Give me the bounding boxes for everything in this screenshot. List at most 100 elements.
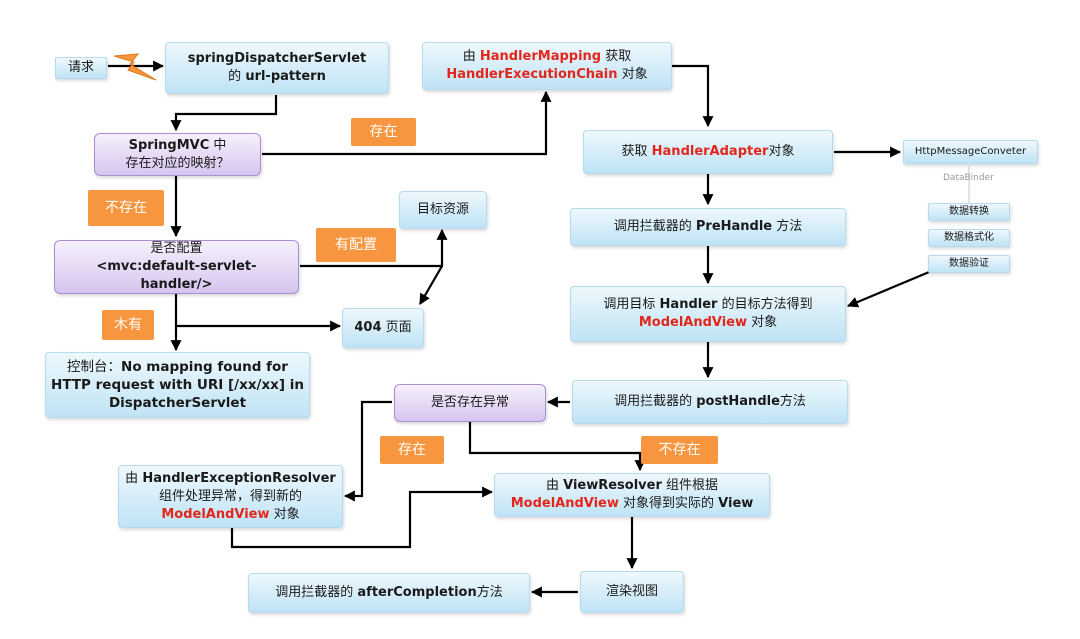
arrow-target-to-404 (419, 265, 443, 305)
console-line2: HTTP request with URI [/xx/xx] in (51, 377, 304, 393)
mapping-red2: HandlerExecutionChain (446, 67, 618, 82)
databinder-label: DataBinder (943, 173, 994, 183)
posthandle-post: 方法 (779, 394, 806, 409)
viewresolver-bold: ViewResolver (563, 478, 662, 493)
page-404-text: 页面 (381, 320, 412, 335)
aftercomp-pre: 调用拦截器的 (275, 585, 358, 600)
label-not-exists-mapping-text: 不存在 (105, 200, 147, 216)
label-exception-not-exists: 不存在 (641, 436, 718, 464)
arrow-springmvc-to-mapping (262, 90, 552, 156)
arrow-servlet-to-springmvc (170, 95, 278, 132)
label-exception-exists: 存在 (380, 436, 444, 464)
resolver-line3: ModelAndView 对象 (161, 506, 299, 524)
servlet-box: springDispatcherServlet 的 url-pattern (165, 42, 389, 94)
viewresolver-view: View (718, 496, 754, 511)
resolver-red: ModelAndView (161, 506, 270, 522)
aftercomp-bold: afterCompletion (357, 585, 477, 600)
aftercomp-post: 方法 (476, 585, 503, 600)
cfg-line1: 是否配置 (150, 241, 203, 256)
page-404-num: 404 (354, 320, 382, 335)
viewresolver-pre: 由 (545, 478, 564, 493)
label-configured: 有配置 (316, 228, 396, 262)
adapter-pre: 获取 (621, 144, 652, 159)
console-msg1: No mapping found for (121, 359, 288, 375)
resolver-line1: 由 HandlerExceptionResolver (125, 470, 336, 488)
viewresolver-mid: 对象得到实际的 (618, 496, 719, 511)
data-validation-box: 数据验证 (928, 255, 1010, 273)
request-box: 请求 (55, 57, 107, 79)
cfg-line3: handler/> (140, 277, 213, 292)
arrow-cfg-to-404 (174, 294, 342, 332)
conv1-label: 数据转换 (949, 206, 989, 217)
springmvc-line1: SpringMVC 中 (129, 137, 227, 155)
console-line1: 控制台：No mapping found for (67, 358, 288, 376)
default-servlet-handler-box: 是否配置 <mvc:default-servlet- handler/> (54, 240, 299, 294)
adapter-red: HandlerAdapter (651, 144, 769, 159)
posthandle-bold: postHandle (696, 394, 780, 409)
handler-post2: 对象 (747, 315, 778, 330)
prehandle-bold: PreHandle (695, 219, 773, 234)
viewresolver-red: ModelAndView (510, 496, 619, 511)
prehandle-label: 调用拦截器的 PreHandle 方法 (614, 218, 803, 236)
console-error-box: 控制台：No mapping found for HTTP request wi… (45, 352, 310, 418)
arrow-exception-to-viewresolver (468, 422, 646, 472)
posthandle-label: 调用拦截器的 postHandle方法 (614, 393, 806, 411)
viewresolver-line2: ModelAndView 对象得到实际的 View (511, 495, 754, 513)
adapter-post: 对象 (768, 144, 795, 159)
exception-check-box: 是否存在异常 (394, 384, 546, 422)
label-not-configured-text: 木有 (114, 317, 142, 333)
servlet-url-prefix: 的 (228, 69, 246, 84)
console-line3: DispatcherServlet (108, 395, 247, 411)
exception-label: 是否存在异常 (430, 395, 509, 410)
arrow-conv-to-handler (846, 268, 935, 308)
mapping-line2: HandlerExecutionChain 对象 (446, 66, 647, 84)
springmvc-bold: SpringMVC (128, 137, 210, 153)
label-exception-exists-text: 存在 (398, 442, 426, 458)
after-completion-box: 调用拦截器的 afterCompletion方法 (248, 573, 530, 613)
resolver-pre: 由 (125, 470, 143, 486)
handler-line2: ModelAndView 对象 (639, 314, 777, 332)
target-resource-box: 目标资源 (399, 191, 487, 229)
arrow-resolver-to-viewresolver (230, 486, 494, 549)
prehandle-box: 调用拦截器的 PreHandle 方法 (570, 208, 846, 246)
lightning-icon (113, 53, 157, 81)
servlet-name: springDispatcherServlet (187, 51, 367, 66)
label-not-configured: 木有 (102, 310, 154, 340)
view-resolver-box: 由 ViewResolver 组件根据 ModelAndView 对象得到实际的… (494, 473, 770, 517)
servlet-url-bold: url-pattern (245, 69, 326, 84)
conv3-label: 数据验证 (949, 258, 989, 269)
render-view-box: 渲染视图 (580, 571, 684, 613)
msgconv-label: HttpMessageConveter (914, 146, 1027, 157)
http-message-converter-box: HttpMessageConveter (903, 140, 1038, 164)
handler-red: ModelAndView (638, 315, 748, 330)
handler-mapping-box: 由 HandlerMapping 获取 HandlerExecutionChai… (422, 42, 672, 90)
mapping-line1: 由 HandlerMapping 获取 (463, 48, 632, 66)
target-resource-label: 目标资源 (416, 202, 469, 217)
cfg-line2: <mvc:default-servlet- (96, 259, 257, 274)
viewresolver-line1: 由 ViewResolver 组件根据 (546, 477, 718, 495)
mapping-post1: 获取 (601, 49, 632, 64)
exception-resolver-box: 由 HandlerExceptionResolver 组件处理异常，得到新的 M… (118, 465, 343, 528)
data-formatting-box: 数据格式化 (928, 229, 1010, 247)
handler-post: 的目标方法得到 (717, 297, 813, 312)
render-label: 渲染视图 (605, 584, 658, 599)
handler-pre: 调用目标 (603, 297, 660, 312)
data-conversion-box: 数据转换 (928, 203, 1010, 221)
label-configured-text: 有配置 (335, 237, 377, 253)
handler-adapter-box: 获取 HandlerAdapter对象 (583, 130, 833, 174)
resolver-post: 对象 (269, 506, 300, 522)
page-404-box: 404 页面 (342, 308, 424, 348)
prehandle-pre: 调用拦截器的 (613, 219, 696, 234)
label-not-exists-mapping: 不存在 (88, 190, 164, 226)
posthandle-pre: 调用拦截器的 (614, 394, 697, 409)
request-label: 请求 (67, 60, 94, 75)
handler-line1: 调用目标 Handler 的目标方法得到 (603, 296, 812, 314)
mapping-red1: HandlerMapping (479, 49, 602, 64)
adapter-label: 获取 HandlerAdapter对象 (622, 143, 795, 161)
arrow-exception-to-resolver (343, 400, 392, 502)
resolver-line2: 组件处理异常，得到新的 (158, 488, 302, 504)
prehandle-post: 方法 (772, 219, 803, 234)
aftercomp-label: 调用拦截器的 afterCompletion方法 (275, 584, 502, 602)
arrow-mapping-to-adapter (672, 64, 714, 128)
